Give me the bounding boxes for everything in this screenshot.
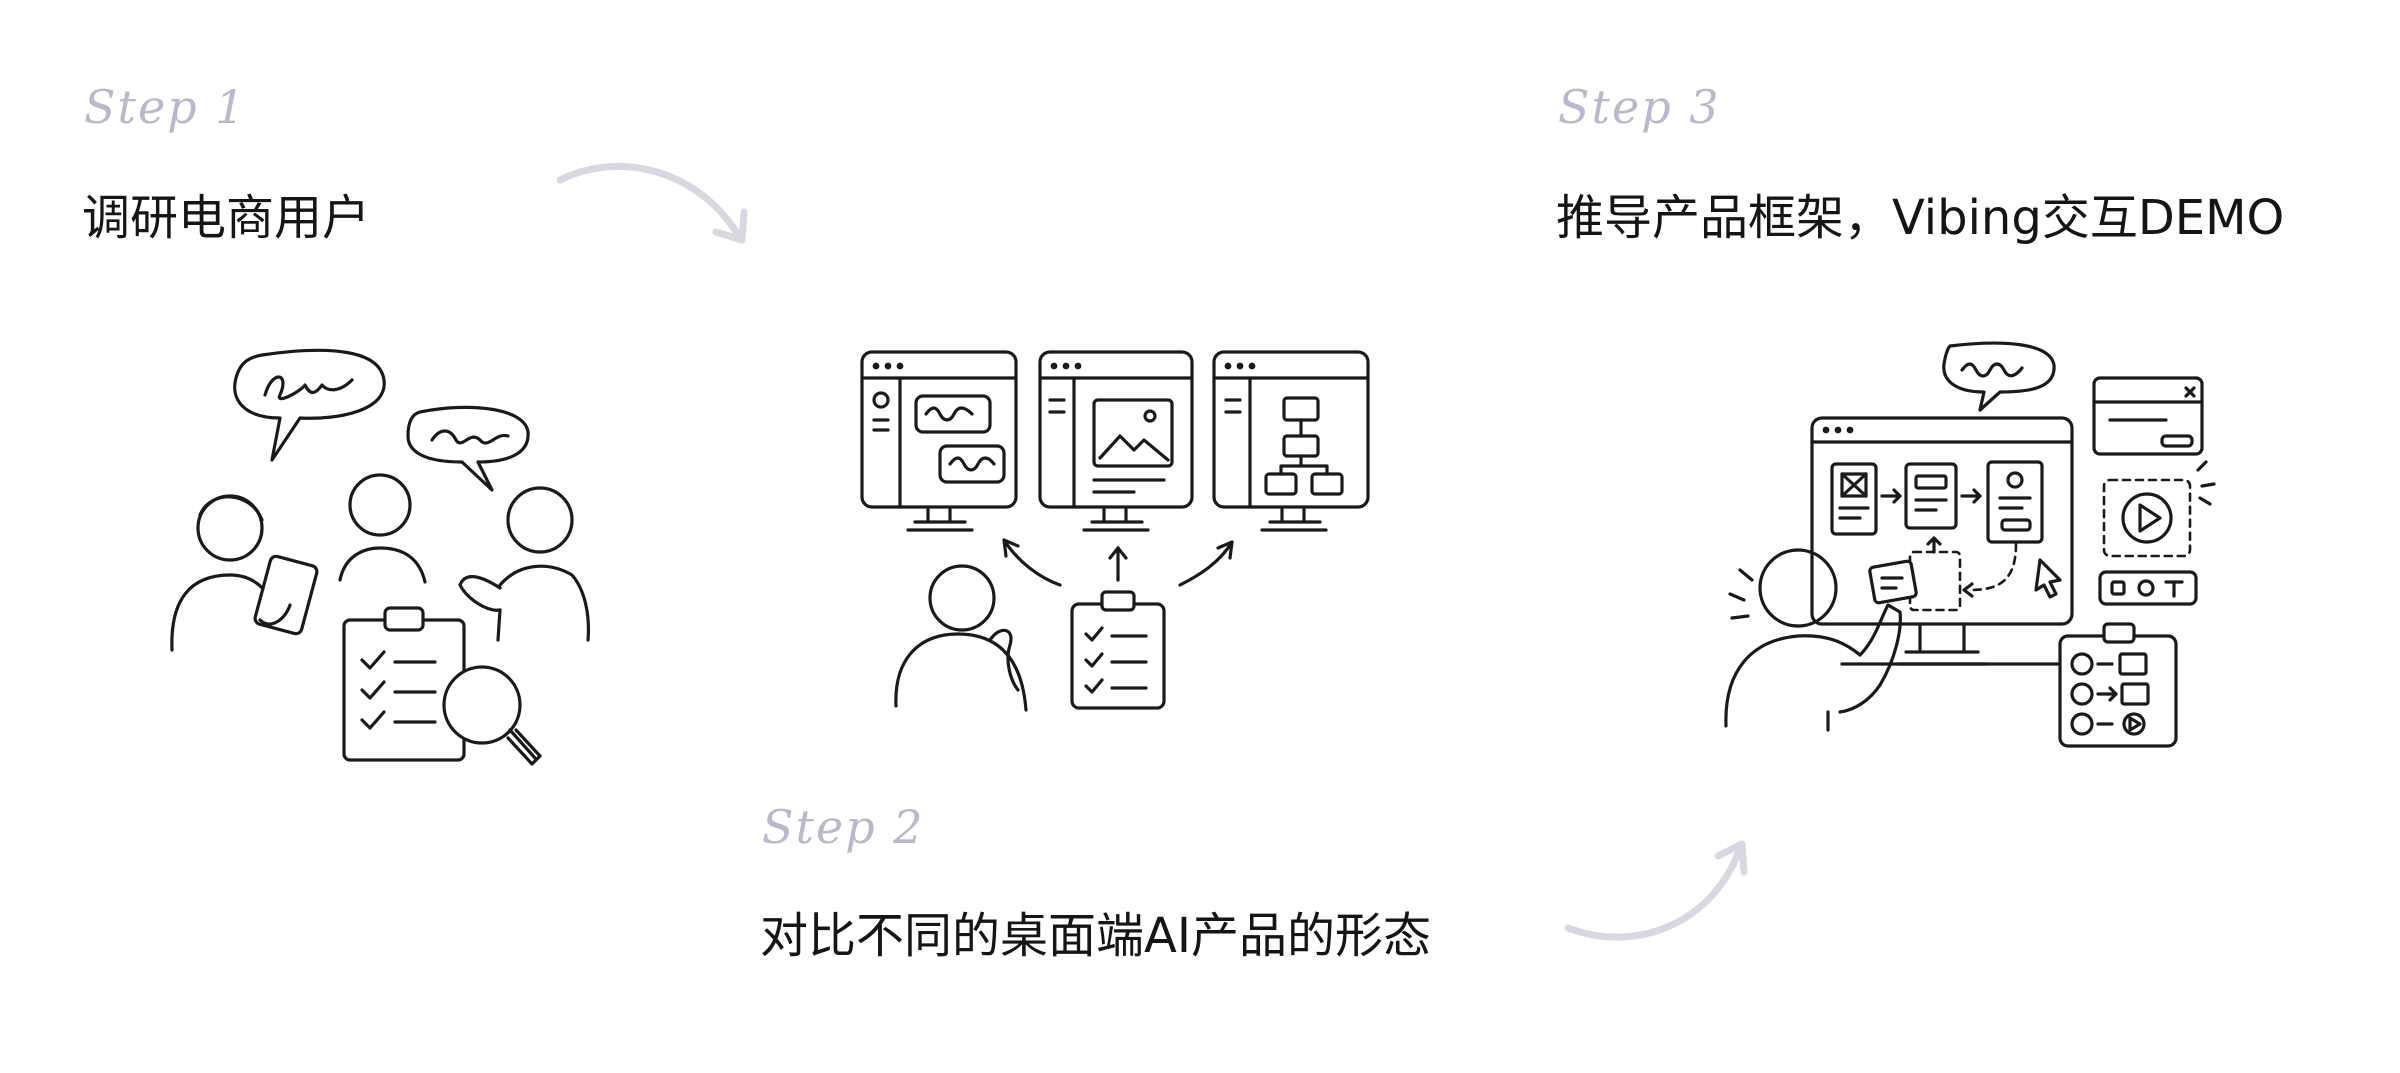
step-1-label: Step 1 <box>84 80 247 134</box>
step-2-label: Step 2 <box>762 800 925 854</box>
step-1-illustration-user-research-icon <box>170 348 591 766</box>
step-3-label: Step 3 <box>1558 80 1721 134</box>
step-2-illustration-compare-products-icon <box>860 350 1370 712</box>
flow-arrow-step2-to-step3 <box>1564 840 1748 941</box>
step-3-title: 推导产品框架，Vibing交互DEMO <box>1556 190 2285 246</box>
step-1-title: 调研电商用户 <box>82 190 371 246</box>
step-2-title: 对比不同的桌面端AI产品的形态 <box>760 908 1431 964</box>
step-3-illustration-framework-demo-icon <box>1724 341 2216 748</box>
flow-arrow-step1-to-step2 <box>556 162 748 244</box>
